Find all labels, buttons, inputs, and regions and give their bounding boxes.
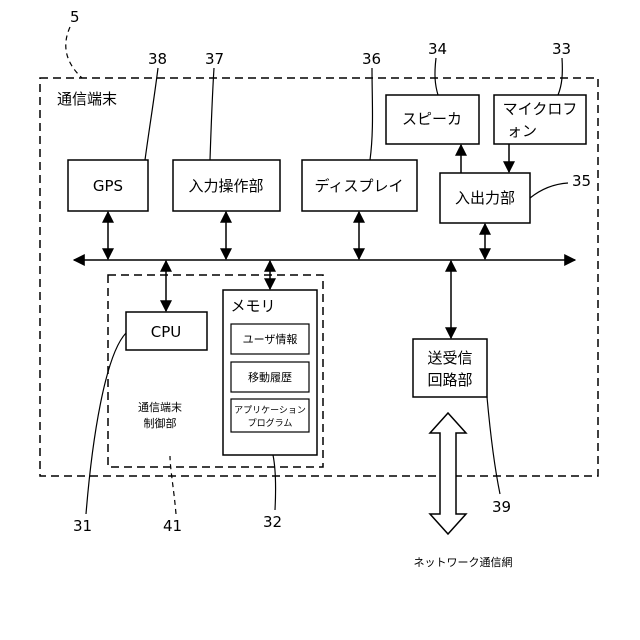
- ref-memory-leader: [273, 455, 276, 510]
- ref-control-unit-leader: [170, 456, 176, 514]
- display-label: ディスプレイ: [315, 177, 404, 195]
- microphone-label-line2: ォン: [507, 122, 537, 140]
- ref-display-leader: [370, 68, 373, 160]
- ref-input-leader: [210, 68, 214, 160]
- network-double-arrow: [430, 413, 466, 534]
- speaker-label: スピーカ: [402, 110, 462, 128]
- microphone-label-line1: マイクロフ: [503, 100, 578, 118]
- ref-transceiver: 39: [492, 498, 511, 516]
- ref-memory: 32: [263, 513, 282, 531]
- memory-label: メモリ: [230, 297, 275, 315]
- ref-microphone-leader: [558, 58, 562, 95]
- ref-control-unit: 41: [163, 517, 182, 535]
- ref-transceiver-leader: [487, 397, 500, 494]
- io-label: 入出力部: [455, 189, 515, 207]
- ref-terminal-leader: [66, 27, 82, 78]
- terminal-label: 通信端末: [57, 90, 117, 108]
- input-label: 入力操作部: [188, 177, 263, 195]
- control-unit-label-line1: 通信端末: [138, 400, 182, 414]
- ref-display: 36: [362, 50, 381, 68]
- ref-io: 35: [572, 172, 591, 190]
- ref-microphone: 33: [552, 40, 571, 58]
- ref-io-leader: [530, 183, 568, 198]
- gps-label: GPS: [93, 177, 123, 195]
- ref-speaker-leader: [435, 58, 438, 95]
- ref-terminal: 5: [70, 8, 80, 26]
- cpu-label: CPU: [151, 323, 182, 341]
- user-info-label: ユーザ情報: [243, 333, 298, 346]
- app-program-label-line2: プログラム: [248, 417, 293, 429]
- network-label: ネットワーク通信網: [414, 555, 513, 569]
- ref-input: 37: [205, 50, 224, 68]
- ref-gps: 38: [148, 50, 167, 68]
- transceiver-label-line1: 送受信: [427, 349, 472, 367]
- movement-history-label: 移動履歴: [248, 370, 292, 384]
- ref-gps-leader: [145, 68, 158, 160]
- ref-cpu: 31: [73, 517, 92, 535]
- app-program-label-line1: アプリケーション: [234, 405, 306, 416]
- transceiver-label-line2: 回路部: [427, 371, 472, 389]
- ref-cpu-leader: [86, 333, 126, 514]
- control-unit-label-line2: 制御部: [144, 416, 177, 430]
- ref-speaker: 34: [428, 40, 447, 58]
